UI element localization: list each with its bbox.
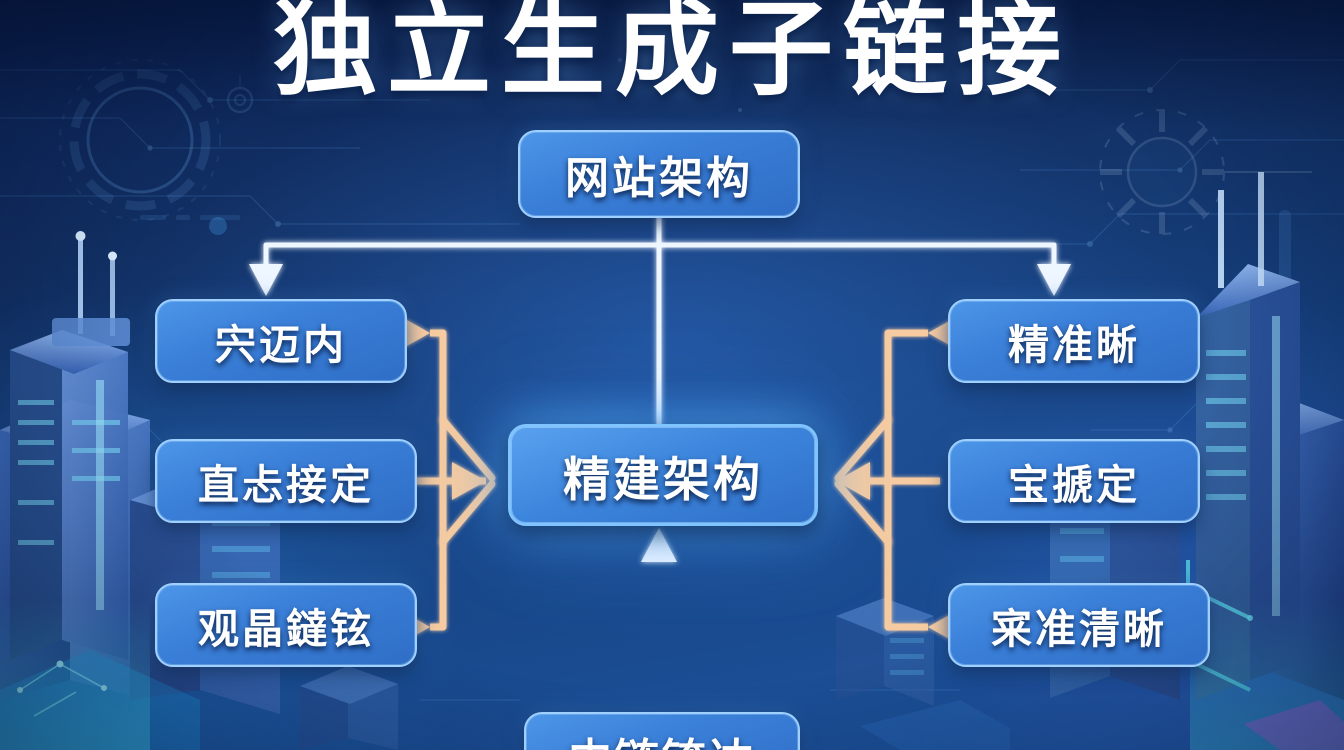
node-website-architecture[interactable]: 网站架构 xyxy=(518,130,800,218)
page-title: 独立生成子链接 xyxy=(272,0,1071,108)
node-center-architecture[interactable]: 精建架构 xyxy=(508,424,818,526)
node-right-2[interactable]: 宝搋定 xyxy=(948,439,1200,523)
node-left-3[interactable]: 观晶鐽铉 xyxy=(155,583,417,667)
node-right-3[interactable]: 宷准清晰 xyxy=(948,583,1210,667)
node-left-1[interactable]: 宍迈内 xyxy=(155,299,407,383)
node-right-1[interactable]: 精准晰 xyxy=(948,299,1200,383)
node-left-2[interactable]: 直忐接定 xyxy=(155,439,417,523)
node-internal-link[interactable]: 内链锛达 xyxy=(524,712,800,750)
